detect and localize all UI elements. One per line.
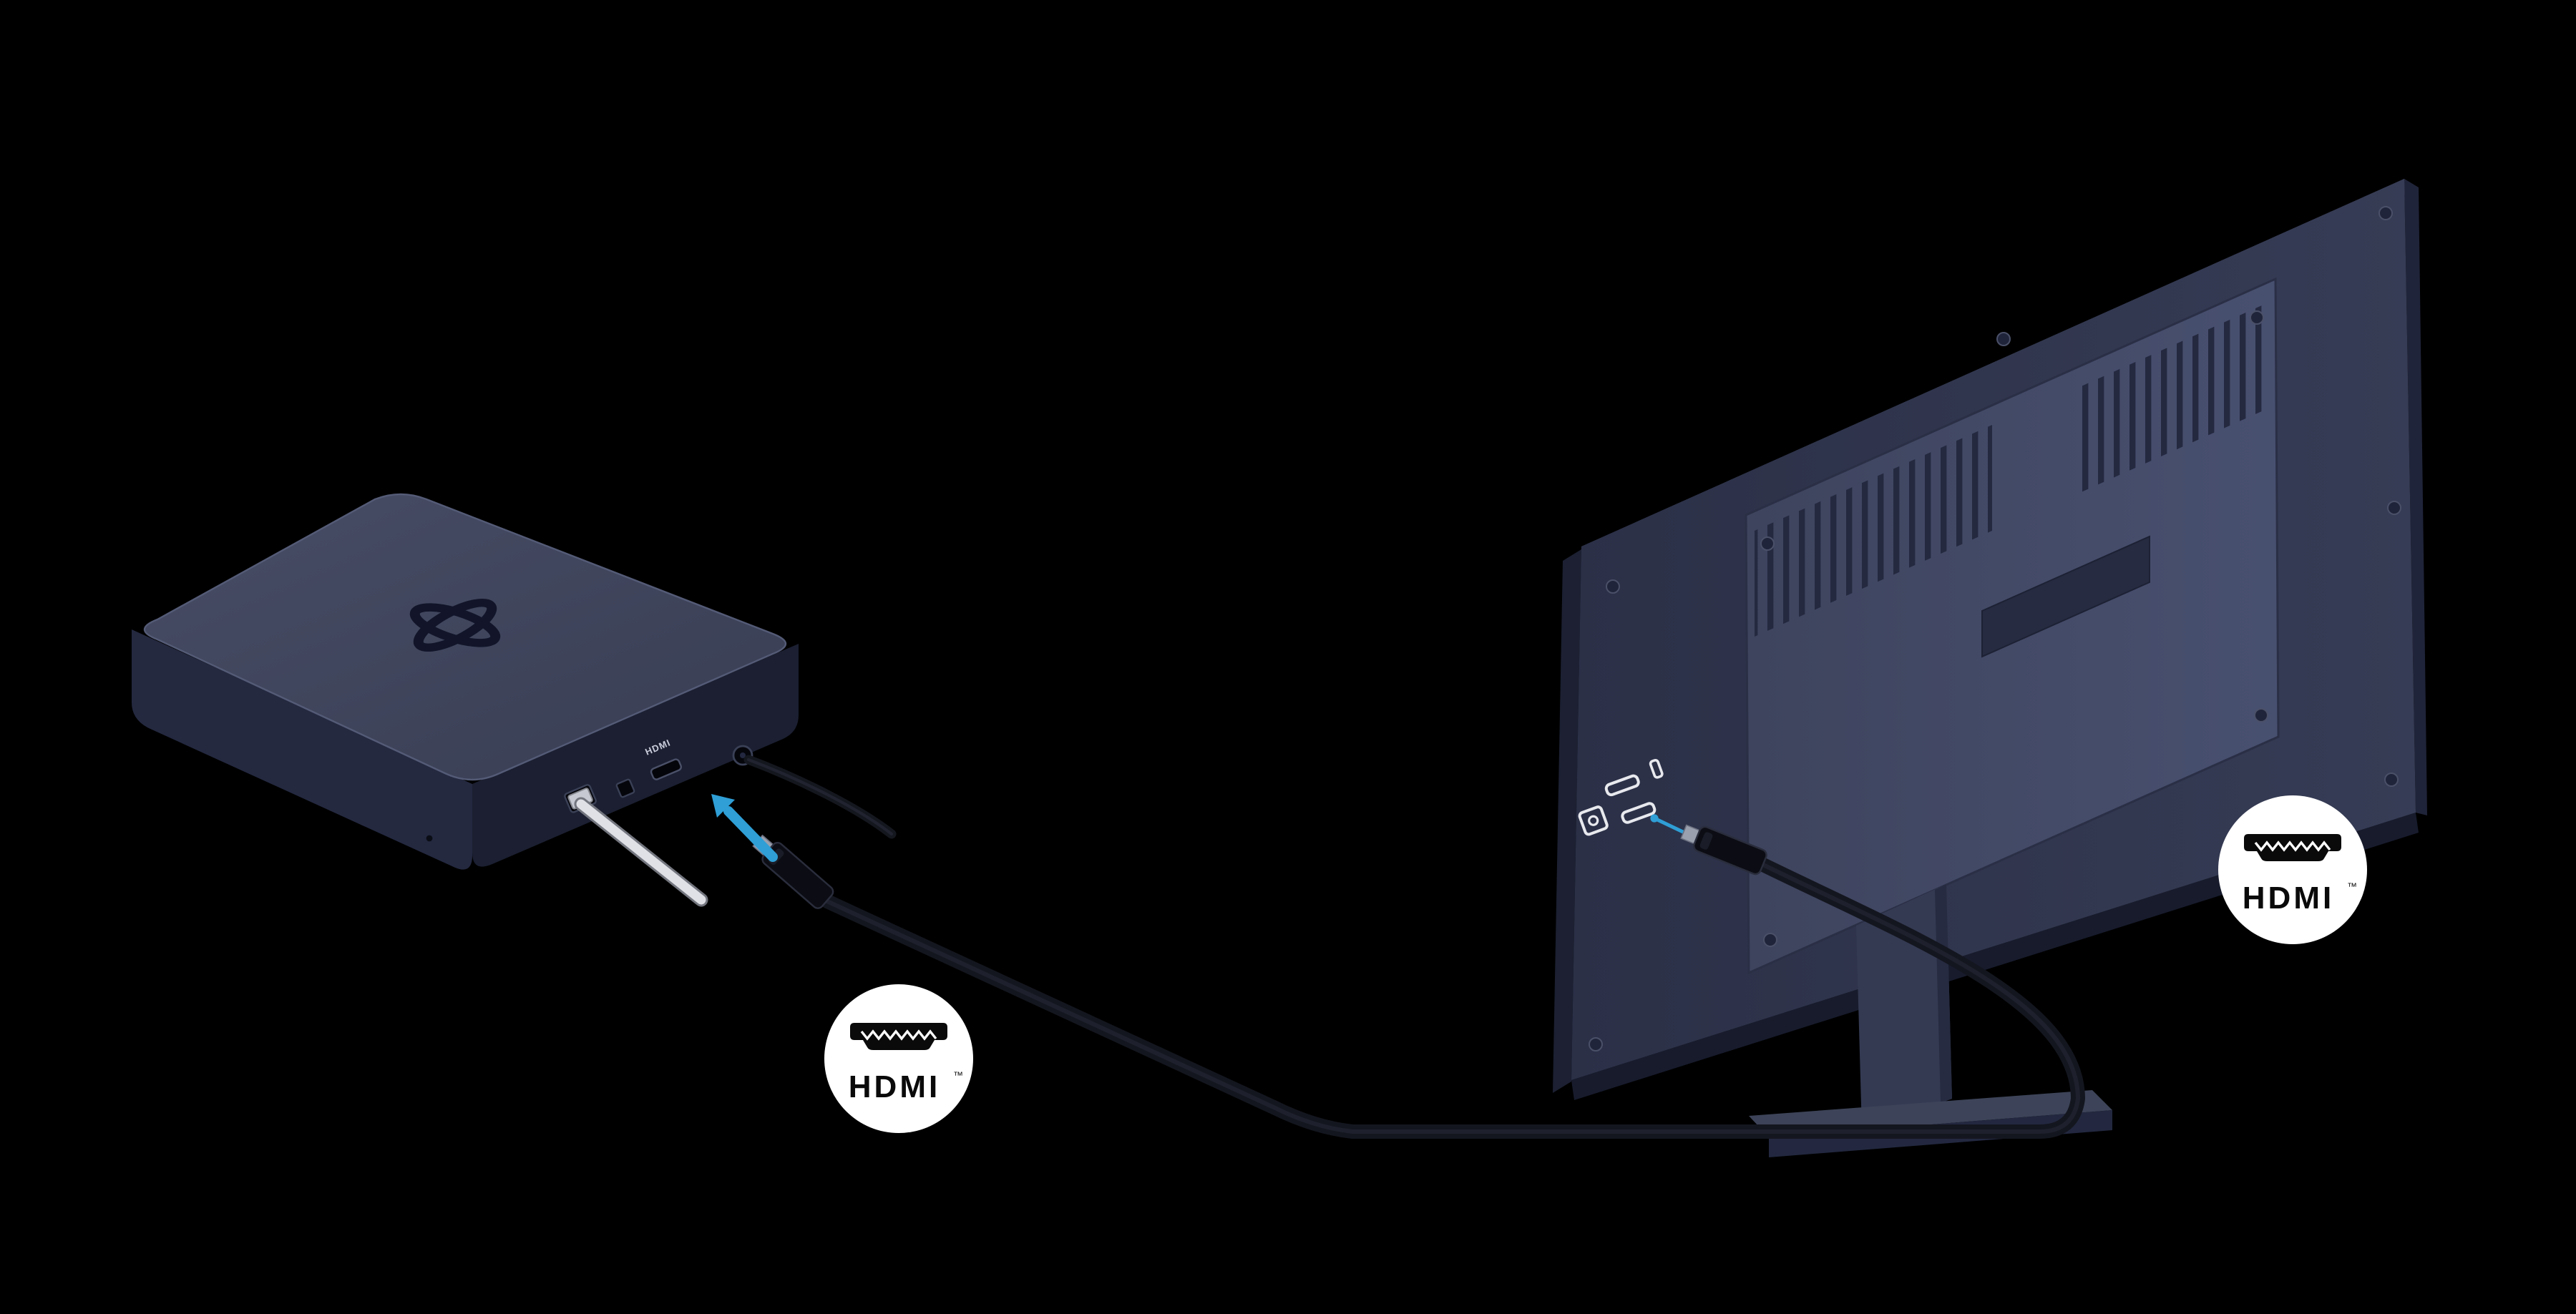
usb-slot-icon — [1649, 758, 1664, 779]
screw-icon — [2254, 708, 2268, 722]
badge-trademark: ™ — [953, 1069, 963, 1081]
badge-label: HDMI — [849, 1069, 940, 1104]
screw-icon — [1996, 332, 2011, 346]
hdmi-cable — [711, 794, 2085, 1139]
screw-icon — [1760, 536, 1775, 551]
screws — [1589, 206, 2401, 1051]
hdmi-slot-1-icon — [1604, 774, 1640, 797]
badge-trademark: ™ — [2347, 881, 2357, 892]
hdmi-cable-sheen — [825, 861, 2081, 1134]
hdmi-connector-icon — [850, 1023, 947, 1050]
vent-grille-right — [2078, 302, 2270, 494]
screw-icon — [2379, 206, 2393, 220]
power-port-pin — [740, 752, 746, 758]
screw-icon — [2384, 773, 2399, 787]
hdmi-plug-ridge — [1699, 832, 1713, 850]
av-port-pin — [1588, 815, 1599, 826]
settop-box-ports: HDMI — [564, 737, 897, 907]
hdmi-connector-icon — [2244, 834, 2341, 861]
reset-pinhole — [426, 835, 433, 842]
badge-label: HDMI — [2243, 881, 2334, 916]
handle-recess — [1981, 535, 2150, 658]
hdmi-plug-tv-end — [1680, 824, 1767, 876]
screw-icon — [1589, 1037, 1603, 1051]
tv-bottom-edge — [1571, 813, 2419, 1100]
hdmi-badge-left: HDMI ™ — [824, 984, 973, 1133]
hdmi-connect-line — [1653, 816, 1686, 835]
hdmi-plug-body — [1693, 825, 1767, 876]
badge-circle — [824, 984, 973, 1133]
tv-right-edge — [2404, 179, 2427, 815]
hdmi-port — [650, 758, 683, 780]
settop-box-left-face — [132, 629, 472, 870]
optical-port — [615, 778, 635, 798]
screw-icon — [1606, 579, 1620, 594]
av-port-icon — [1578, 805, 1609, 836]
vent-grille-left — [1755, 425, 1992, 637]
stand-neck-shade — [1935, 884, 1952, 1103]
hdmi-slot-2-icon — [1621, 802, 1657, 824]
tv-port-cluster — [1578, 758, 1664, 836]
screw-icon — [2250, 310, 2264, 325]
badge-circle — [2218, 795, 2367, 944]
hdmi-connect-dot — [1650, 814, 1659, 823]
power-cable-sheen — [747, 758, 893, 835]
settop-box: HDMI — [132, 493, 897, 907]
tv-rear — [1553, 179, 2427, 1157]
settop-box-right-face — [472, 644, 799, 867]
screw-icon — [2387, 501, 2401, 515]
brand-logo-icon — [409, 598, 501, 652]
screw-icon — [1763, 933, 1777, 947]
ethernet-cable-core — [576, 799, 706, 905]
tv-left-edge — [1553, 549, 1581, 1093]
hdmi-badge-right: HDMI ™ — [2218, 795, 2367, 944]
insert-arrow-icon — [711, 794, 778, 862]
